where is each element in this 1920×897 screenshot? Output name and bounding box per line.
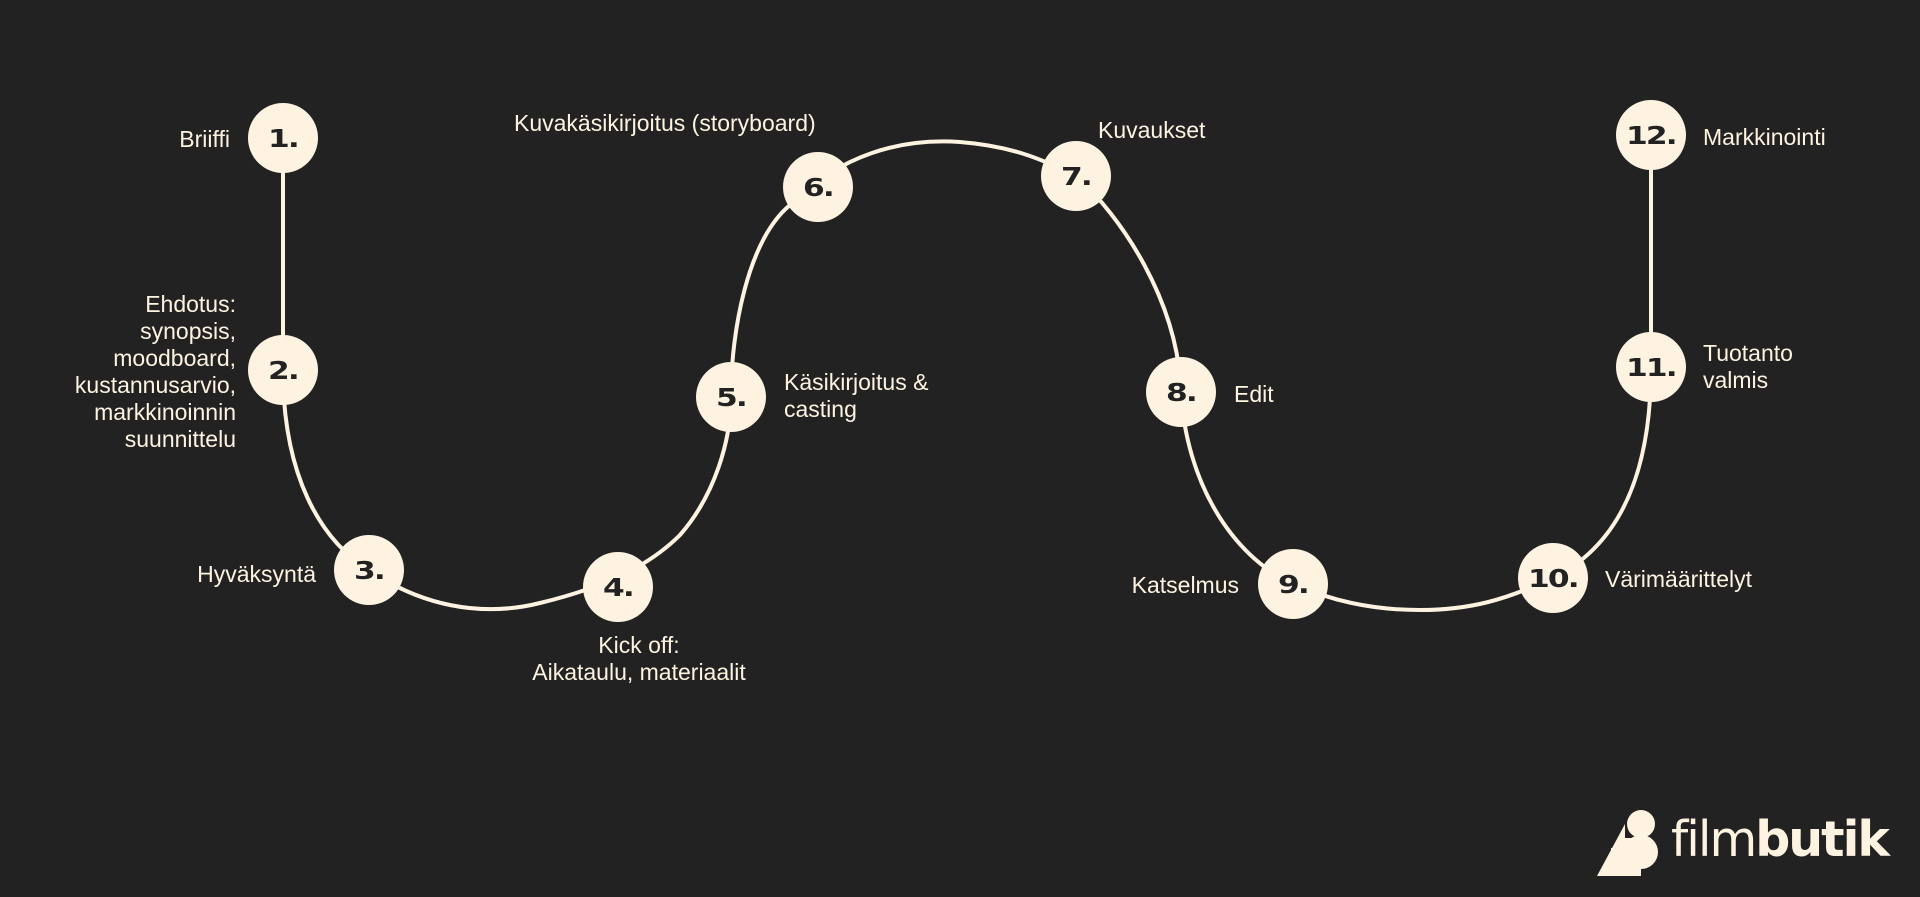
step-4-node[interactable]: 4. bbox=[583, 552, 653, 622]
step-7-number: 7. bbox=[1061, 161, 1093, 191]
step-9-label: Katselmus bbox=[1131, 572, 1239, 598]
step-8-node[interactable]: 8. bbox=[1146, 357, 1216, 427]
filmbutik-logo[interactable]: filmbutik bbox=[1595, 808, 1890, 876]
logo-wordmark: filmbutik bbox=[1671, 815, 1890, 864]
step-3-label: Hyväksyntä bbox=[197, 561, 316, 587]
filmbutik-logo-icon bbox=[1597, 810, 1658, 876]
step-9-node[interactable]: 9. bbox=[1258, 549, 1328, 619]
step-4-number: 4. bbox=[603, 572, 635, 602]
step-10-number: 10. bbox=[1528, 563, 1580, 593]
step-12-label: Markkinointi bbox=[1703, 124, 1826, 150]
step-9-number: 9. bbox=[1278, 569, 1310, 599]
step-2-label: Ehdotus: synopsis, moodboard, kustannusa… bbox=[74, 291, 236, 452]
step-4-label: Kick off: Aikataulu, materiaalit bbox=[532, 632, 746, 685]
step-3-number: 3. bbox=[354, 555, 386, 585]
logo-text-light: film bbox=[1671, 810, 1757, 868]
step-8-label: Edit bbox=[1234, 381, 1274, 407]
step-10-node[interactable]: 10. bbox=[1518, 543, 1588, 613]
step-6-node[interactable]: 6. bbox=[783, 152, 853, 222]
step-11-number: 11. bbox=[1626, 352, 1678, 382]
step-1-number: 1. bbox=[268, 123, 300, 153]
step-2-number: 2. bbox=[268, 355, 300, 385]
step-1-label: Briiffi bbox=[179, 126, 230, 152]
step-11-node[interactable]: 11. bbox=[1616, 332, 1686, 402]
step-5-number: 5. bbox=[716, 382, 748, 412]
step-8-number: 8. bbox=[1166, 377, 1198, 407]
step-3-node[interactable]: 3. bbox=[334, 535, 404, 605]
step-6-label: Kuvakäsikirjoitus (storyboard) bbox=[514, 110, 816, 136]
step-12-number: 12. bbox=[1626, 120, 1678, 150]
step-5-label: Käsikirjoitus & casting bbox=[784, 369, 929, 422]
step-10-label: Värimäärittelyt bbox=[1605, 566, 1752, 592]
step-2-node[interactable]: 2. bbox=[248, 335, 318, 405]
step-7-node[interactable]: 7. bbox=[1041, 141, 1111, 211]
logo-text-bold: butik bbox=[1755, 810, 1890, 868]
step-5-node[interactable]: 5. bbox=[696, 362, 766, 432]
step-1-node[interactable]: 1. bbox=[248, 103, 318, 173]
step-6-number: 6. bbox=[803, 172, 835, 202]
step-12-node[interactable]: 12. bbox=[1616, 100, 1686, 170]
step-7-label: Kuvaukset bbox=[1098, 117, 1206, 143]
step-11-label: Tuotanto valmis bbox=[1703, 340, 1793, 393]
